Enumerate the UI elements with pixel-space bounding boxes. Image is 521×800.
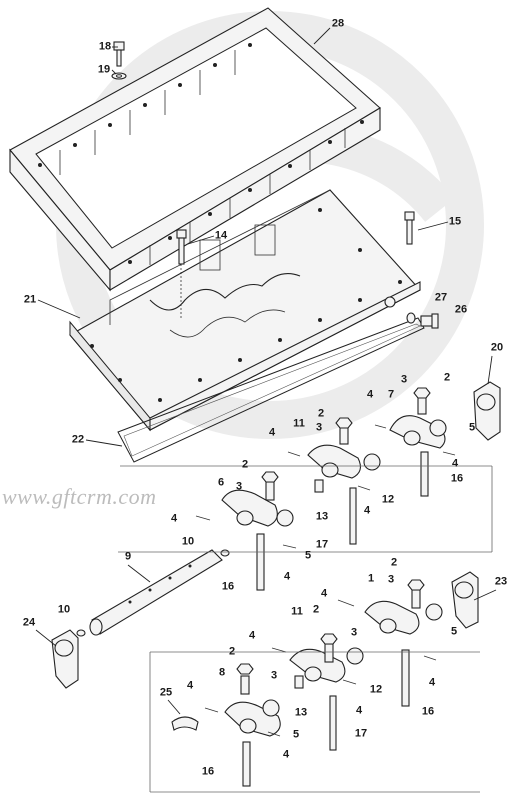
gasket — [117, 317, 425, 463]
callout-label-c1: 1 — [367, 572, 375, 585]
small-screws — [195, 424, 456, 737]
callout-label-c16c: 16 — [421, 705, 435, 718]
rocker-shaft — [89, 549, 223, 636]
callout-label-c23: 23 — [494, 575, 508, 588]
leader-arrows — [35, 27, 497, 715]
callout-label-c2c: 2 — [241, 458, 249, 471]
callout-label-c4i: 4 — [428, 676, 436, 689]
callout-label-c16d: 16 — [201, 765, 215, 778]
callout-label-c3d: 3 — [387, 573, 395, 586]
callout-label-c2f: 2 — [228, 645, 236, 658]
callout-label-c4e: 4 — [170, 512, 178, 525]
callout-label-c24: 24 — [22, 616, 36, 629]
callout-label-c4h: 4 — [248, 629, 256, 642]
callout-label-c14: 14 — [214, 229, 228, 242]
callout-label-c4c: 4 — [451, 457, 459, 470]
callout-label-c12b: 12 — [369, 683, 383, 696]
callout-label-c4j: 4 — [186, 679, 194, 692]
callout-label-c5a: 5 — [468, 421, 476, 434]
sockets — [294, 479, 324, 689]
callout-label-c5b: 5 — [304, 549, 312, 562]
callout-label-c7: 7 — [387, 388, 395, 401]
rocker-housing — [69, 189, 421, 432]
callout-label-c20: 20 — [490, 341, 504, 354]
rocker-lever-11-upper — [307, 444, 361, 479]
plug-26 — [420, 313, 439, 329]
callout-label-c4g: 4 — [320, 587, 328, 600]
callout-label-c13b: 13 — [294, 706, 308, 719]
callout-label-c27: 27 — [434, 291, 448, 304]
pedestal-23 — [451, 571, 479, 629]
plug-10 — [76, 549, 230, 637]
capscrew-15 — [404, 211, 415, 245]
push-rods — [242, 451, 429, 787]
callout-label-c9: 9 — [124, 550, 132, 563]
callout-label-c5d: 5 — [292, 728, 300, 741]
capscrew-18 — [111, 41, 127, 80]
callout-label-c17b: 17 — [354, 727, 368, 740]
callout-label-c10a: 10 — [181, 535, 195, 548]
website-watermark: www.gftcrm.com — [2, 484, 157, 509]
callout-label-c3b: 3 — [315, 421, 323, 434]
callout-label-c5c: 5 — [450, 625, 458, 638]
callout-label-c22: 22 — [71, 433, 85, 446]
callout-label-c4d: 4 — [363, 504, 371, 517]
callout-label-c10b: 10 — [57, 603, 71, 616]
callout-label-c17a: 17 — [315, 538, 329, 551]
rocker-lever-6 — [221, 489, 278, 527]
callout-label-c15: 15 — [448, 215, 462, 228]
callout-label-c12a: 12 — [381, 493, 395, 506]
rocker-lever-1 — [364, 600, 420, 635]
callout-label-c6: 6 — [217, 476, 225, 489]
callout-label-c16a: 16 — [450, 472, 464, 485]
grouping-lines — [118, 465, 493, 793]
callout-label-c4f: 4 — [283, 570, 291, 583]
callout-label-c19: 19 — [97, 63, 111, 76]
callout-label-c4l: 4 — [282, 748, 290, 761]
bushing-5 — [262, 419, 447, 717]
callout-label-c4k: 4 — [355, 704, 363, 717]
callout-label-c18: 18 — [98, 40, 112, 53]
callout-label-c11b: 11 — [291, 605, 303, 618]
callout-label-c13a: 13 — [315, 510, 329, 523]
callout-label-c25: 25 — [159, 686, 173, 699]
locknuts — [236, 387, 431, 675]
callout-label-c21: 21 — [23, 293, 37, 306]
pedestal-24 — [51, 629, 79, 689]
clip-25 — [171, 716, 199, 731]
callout-label-c2d: 2 — [390, 556, 398, 569]
callout-label-c3a: 3 — [400, 373, 408, 386]
callout-label-c2a: 2 — [443, 371, 451, 384]
callout-label-c8: 8 — [218, 666, 226, 679]
callout-label-c11a: 11 — [293, 417, 305, 430]
callout-label-c3f: 3 — [270, 669, 278, 682]
callout-label-c26: 26 — [454, 303, 468, 316]
callout-label-c3c: 3 — [235, 480, 243, 493]
spacer-frame — [9, 7, 381, 292]
callout-label-c3e: 3 — [350, 626, 358, 639]
callout-label-c4b: 4 — [268, 426, 276, 439]
callout-label-c16b: 16 — [221, 580, 235, 593]
callout-label-c4a: 4 — [366, 388, 374, 401]
callout-label-c28: 28 — [331, 17, 345, 30]
o-ring-27 — [406, 312, 416, 324]
callout-label-c2e: 2 — [312, 603, 320, 616]
capscrew-14 — [176, 229, 187, 320]
adjusting-screws — [240, 395, 427, 695]
callout-label-c2b: 2 — [317, 407, 325, 420]
pedestal-20 — [473, 381, 501, 441]
